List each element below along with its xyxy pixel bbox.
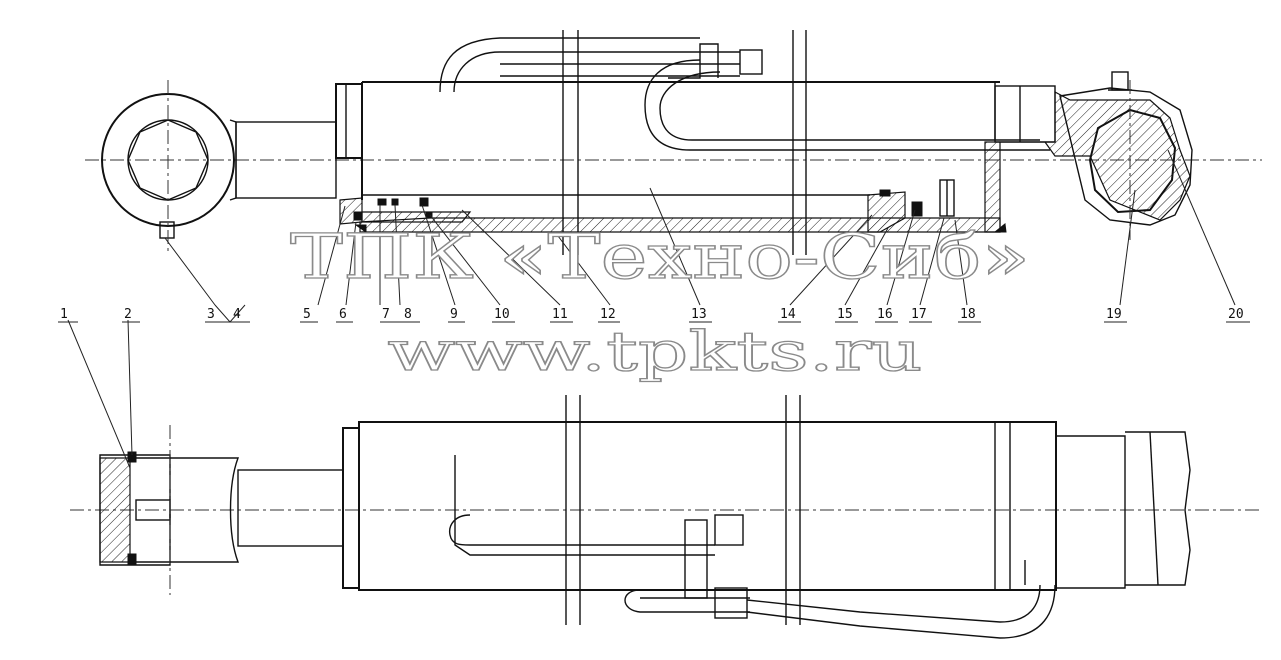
callout-15: 15 <box>837 307 853 322</box>
callout-7: 7 <box>382 307 390 322</box>
break-lines-top <box>562 30 807 255</box>
section-hatch <box>339 91 1191 233</box>
callout-17: 17 <box>911 307 927 322</box>
callout-4: 4 <box>233 307 241 322</box>
watermark: ТПК «Техно-Сиб» www.tpkts.ru <box>289 219 1030 383</box>
top-view <box>85 30 1262 255</box>
callout-labels: 1 2 3 4 5 6 7 8 9 10 11 12 13 14 15 16 1… <box>58 307 1250 323</box>
cylinder-barrel-bottom <box>358 421 1191 591</box>
bottom-view <box>70 395 1262 639</box>
break-lines-bottom <box>565 395 801 625</box>
piston-rod <box>229 119 337 201</box>
callout-2: 2 <box>124 307 132 322</box>
callout-5: 5 <box>303 307 311 322</box>
callout-10: 10 <box>494 307 510 322</box>
callout-6: 6 <box>339 307 347 322</box>
callout-12: 12 <box>600 307 616 322</box>
hydraulic-pipes-bottom <box>448 455 1056 639</box>
callout-20: 20 <box>1228 307 1244 322</box>
callout-11: 11 <box>552 307 568 322</box>
callout-13: 13 <box>691 307 707 322</box>
watermark-url: www.tpkts.ru <box>388 320 923 383</box>
callout-16: 16 <box>877 307 893 322</box>
callout-8: 8 <box>404 307 412 322</box>
leader-lines <box>67 149 1236 469</box>
callout-1: 1 <box>60 307 68 322</box>
hydraulic-pipes-top <box>439 37 1050 151</box>
rod-end-eye <box>101 80 235 255</box>
cylinder-barrel <box>361 81 1056 200</box>
callout-18: 18 <box>960 307 976 322</box>
seals <box>353 179 955 221</box>
watermark-company: ТПК «Техно-Сиб» <box>290 220 1030 293</box>
rod-end-block <box>99 425 171 595</box>
callout-9: 9 <box>450 307 458 322</box>
gland-flange <box>335 83 363 159</box>
callout-3: 3 <box>207 307 215 322</box>
head-end-eye <box>1059 71 1193 240</box>
callout-19: 19 <box>1106 307 1122 322</box>
callout-14: 14 <box>780 307 796 322</box>
gland-flange-bottom <box>342 427 360 589</box>
